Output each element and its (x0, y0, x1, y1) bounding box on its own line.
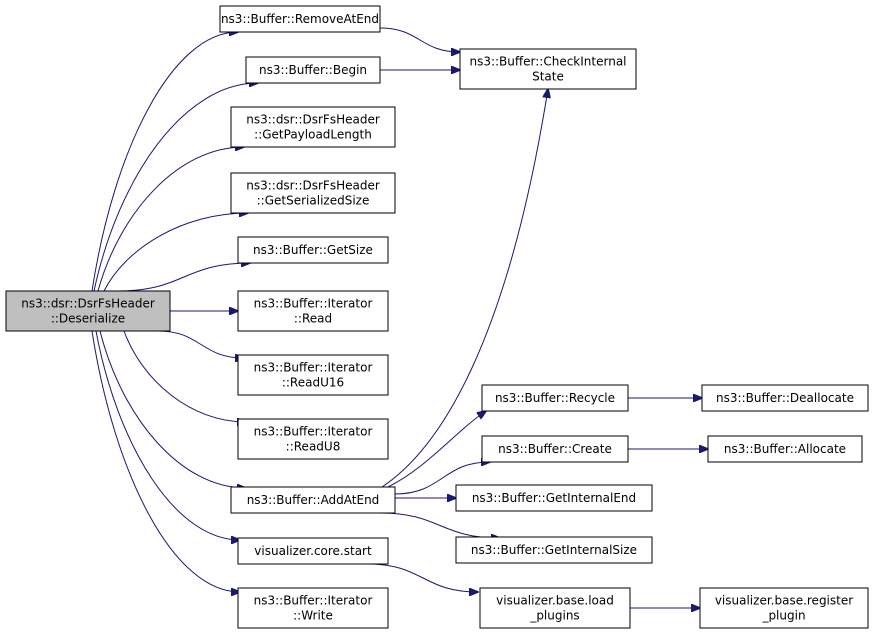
node-label-line: ns3::Buffer::CheckInternal (469, 55, 626, 69)
edge-deserialize-to-vizstart (95, 330, 240, 540)
node-label-line: ::Read (294, 312, 332, 326)
node-label-line: visualizer.core.start (254, 544, 372, 558)
node-box (230, 106, 396, 148)
node-label-line: ::Write (293, 609, 333, 623)
node-label-line: ns3::Buffer::GetSize (253, 243, 373, 257)
node-box (707, 435, 863, 463)
edge-addatend-to-checkinternal (381, 89, 548, 488)
edge-deserialize-to-readu16 (157, 330, 244, 358)
node-label-line: ns3::dsr::DsrFsHeader (21, 297, 155, 311)
node-label-line: ns3::Buffer::GetInternalSize (471, 543, 637, 557)
node-box (245, 56, 381, 84)
node-layer: ns3::dsr::DsrFsHeader::Deserializens3::B… (5, 5, 869, 629)
node-label-line: ns3::Buffer::GetInternalEnd (472, 491, 636, 505)
edge-layer (91, 27, 708, 608)
node-label-line: ::Deserialize (51, 312, 125, 326)
node-label-line: ns3::Buffer::RemoveAtEnd (221, 12, 379, 26)
node-label-line: ns3::Buffer::Create (498, 442, 612, 456)
node-box (237, 587, 389, 629)
edge-deserialize-to-getsize (117, 263, 250, 292)
edge-deserialize-to-addatend (99, 330, 246, 488)
node-removeatend[interactable]: ns3::Buffer::RemoveAtEnd (219, 5, 381, 33)
node-label-line: ::GetPayloadLength (254, 128, 372, 142)
node-label-line: ns3::Buffer::Recycle (495, 391, 615, 405)
edge-deserialize-to-getserializedsize (103, 213, 248, 292)
node-deserialize[interactable]: ns3::dsr::DsrFsHeader::Deserialize (5, 290, 171, 332)
node-box (459, 48, 637, 90)
node-box (237, 354, 389, 396)
node-label-line: visualizer.base.load (496, 594, 614, 608)
node-readu8[interactable]: ns3::Buffer::Iterator::ReadU8 (237, 418, 389, 460)
node-box (701, 384, 869, 412)
node-read[interactable]: ns3::Buffer::Iterator::Read (237, 290, 389, 332)
node-getpayloadlength[interactable]: ns3::dsr::DsrFsHeader::GetPayloadLength (230, 106, 396, 148)
node-label-line: visualizer.base.register (715, 594, 853, 608)
node-getsize[interactable]: ns3::Buffer::GetSize (237, 236, 389, 264)
node-box (237, 290, 389, 332)
node-readu16[interactable]: ns3::Buffer::Iterator::ReadU16 (237, 354, 389, 396)
node-label-line: ns3::Buffer::Begin (259, 63, 367, 77)
edge-removeatend-to-checkinternal (379, 27, 460, 52)
edge-deserialize-to-begin (93, 83, 258, 292)
node-getserializedsize[interactable]: ns3::dsr::DsrFsHeader::GetSerializedSize (230, 172, 396, 214)
node-label-line: _plugin (761, 609, 805, 623)
node-box (237, 537, 389, 565)
node-label-line: ns3::Buffer::Allocate (724, 442, 846, 456)
node-box (481, 384, 629, 412)
node-label-line: ::ReadU16 (282, 376, 344, 390)
node-vizstart[interactable]: visualizer.core.start (237, 537, 389, 565)
node-getinternalend[interactable]: ns3::Buffer::GetInternalEnd (455, 484, 653, 512)
node-recycle[interactable]: ns3::Buffer::Recycle (481, 384, 629, 412)
node-label-line: ns3::Buffer::Iterator (254, 594, 373, 608)
node-registerplugin[interactable]: visualizer.base.register_plugin (699, 587, 869, 629)
node-box (230, 486, 396, 514)
node-loadplugins[interactable]: visualizer.base.load_plugins (479, 587, 631, 629)
node-label-line: ::ReadU8 (286, 440, 341, 454)
node-label-line: _plugins (529, 609, 579, 623)
edge-vizstart-to-loadplugins (367, 563, 478, 592)
node-label-line: ::GetSerializedSize (257, 194, 370, 208)
node-box (237, 418, 389, 460)
node-label-line: ns3::Buffer::Iterator (254, 361, 373, 375)
node-write[interactable]: ns3::Buffer::Iterator::Write (237, 587, 389, 629)
node-label-line: ns3::Buffer::Iterator (254, 297, 373, 311)
node-allocate[interactable]: ns3::Buffer::Allocate (707, 435, 863, 463)
node-box (479, 587, 631, 629)
edge-addatend-to-create (394, 462, 490, 495)
edge-deserialize-to-write (91, 330, 240, 592)
node-label-line: ns3::Buffer::Deallocate (716, 391, 854, 405)
edge-addatend-to-recycle (387, 411, 486, 488)
node-label-line: ns3::dsr::DsrFsHeader (246, 179, 380, 193)
node-addatend[interactable]: ns3::Buffer::AddAtEnd (230, 486, 396, 514)
node-box (455, 484, 653, 512)
node-label-line: ns3::dsr::DsrFsHeader (246, 113, 380, 127)
node-box (481, 435, 629, 463)
node-box (699, 587, 869, 629)
node-label-line: State (532, 70, 564, 84)
node-box (219, 5, 381, 33)
node-box (455, 536, 653, 564)
node-create[interactable]: ns3::Buffer::Create (481, 435, 629, 463)
node-getinternalsize[interactable]: ns3::Buffer::GetInternalSize (455, 536, 653, 564)
node-deallocate[interactable]: ns3::Buffer::Deallocate (701, 384, 869, 412)
edge-addatend-to-getinternalsize (379, 512, 500, 538)
node-box (5, 290, 171, 332)
node-box (237, 236, 389, 264)
edge-deserialize-to-getpayloadlength (97, 147, 244, 292)
edge-deserialize-to-removeatend (91, 32, 238, 292)
node-label-line: ns3::Buffer::AddAtEnd (247, 493, 380, 507)
node-begin[interactable]: ns3::Buffer::Begin (245, 56, 381, 84)
node-box (230, 172, 396, 214)
edge-deserialize-to-readu8 (123, 330, 246, 422)
node-label-line: ns3::Buffer::Iterator (254, 425, 373, 439)
